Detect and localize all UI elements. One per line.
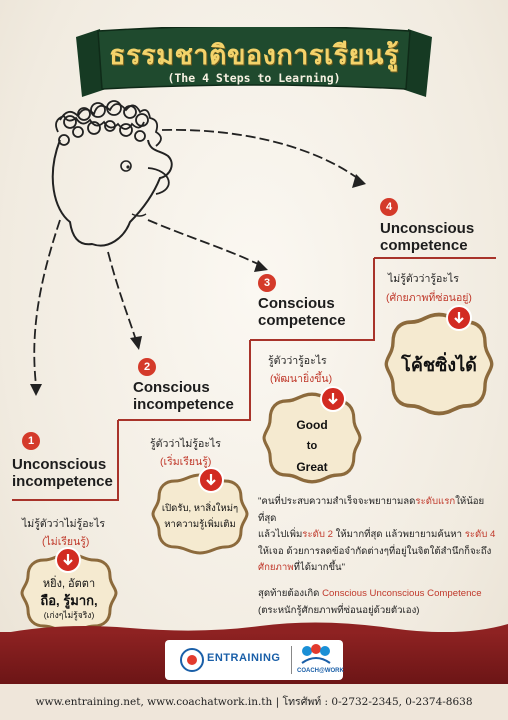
arrow-to-step-3 — [147, 219, 263, 267]
arrow-to-step-4 — [161, 129, 361, 181]
step-4-medallion: โค้ชซิ่งได้ — [384, 312, 494, 416]
down-arrow-icon — [198, 467, 224, 493]
step-4-medal-line1: โค้ชซิ่งได้ — [401, 355, 477, 375]
medallion-frame — [151, 473, 249, 555]
stair-step-3 — [250, 258, 375, 341]
step-3-medallion: Good to Great — [262, 392, 362, 484]
stair-step-2 — [118, 340, 251, 421]
step-4-caption: ไม่รู้ตัวว่ารู้อะไร — [388, 273, 459, 285]
title-thai: ธรรมชาติของการเรียนรู้ — [109, 40, 399, 71]
quote-line-3: ให้เจอ ด้วยการลดข้อจำกัดต่างๆที่อยู่ในจิ… — [258, 545, 492, 557]
step-1-medallion: หยิ่ง, อัตตา ถือ, รู้มาก, (เก่งๆไม่รู้จร… — [20, 552, 118, 634]
title-banner: ธรรมชาติของการเรียนรู้ (The 4 Steps to L… — [76, 27, 432, 97]
coachatwork-logo-icon — [301, 644, 331, 664]
step-3-title-line1: Conscious — [258, 295, 335, 312]
logo-panel: ENTRAINING COACH@WORK — [165, 640, 344, 680]
step-2-title-line1: Conscious — [133, 379, 210, 396]
step-1-medal-line3: (เก่งๆไม่รู้จริง) — [43, 610, 95, 620]
step-4-title-line2: competence — [380, 237, 468, 254]
entraining-logo-text: ENTRAINING — [207, 652, 281, 664]
step-2-title: Conscious incompetence — [133, 379, 234, 413]
step-2-number: 2 — [138, 358, 156, 376]
step-1-number: 1 — [22, 432, 40, 450]
step-3-medal-line3: Great — [296, 460, 328, 474]
hair-scribble — [55, 100, 162, 147]
down-arrow-icon — [446, 305, 472, 331]
title-english: (The 4 Steps to Learning) — [167, 71, 341, 85]
step-3-number: 3 — [258, 274, 276, 292]
step-1-title-line2: incompetence — [12, 473, 113, 490]
step-4-number: 4 — [380, 198, 398, 216]
step-1-caption-red: (ไม่เรียนรู้) — [42, 536, 90, 548]
step-1-title-line1: Unconscious — [12, 456, 107, 473]
arrow-to-step-1 — [33, 219, 61, 386]
footer-wave — [0, 622, 508, 634]
medallion-frame — [262, 392, 362, 484]
step-4-caption-red: (ศักยภาพที่ซ่อนอยู่) — [386, 292, 472, 304]
step-3-medal-line1: Good — [296, 418, 328, 432]
eye — [120, 160, 132, 172]
step-3-title: Conscious competence — [258, 295, 346, 329]
step-1-title: Unconscious incompetence — [12, 456, 113, 490]
logo-divider — [291, 646, 292, 674]
footer-contact: www.entraining.net, www.coachatwork.in.t… — [0, 684, 508, 720]
entraining-logo-icon — [180, 648, 204, 672]
step-3-caption: รู้ตัวว่ารู้อะไร — [268, 355, 327, 367]
stair-step-1 — [12, 420, 119, 501]
medallion-frame — [384, 312, 494, 416]
step-2-caption-red: (เริ่มเรียนรู้) — [160, 456, 212, 468]
summary-text: สุดท้ายต้องเกิด Conscious Unconscious Co… — [258, 586, 498, 619]
step-2-medal-line2: หาความรู้เพิ่มเติม — [164, 519, 236, 530]
banner-ribbon — [76, 27, 432, 97]
quote-line-4: ศักยภาพที่ได้มากขึ้น" — [258, 562, 345, 573]
down-arrow-icon — [55, 547, 81, 573]
step-2-medal-line1: เปิดรับ, หาสิ่งใหม่ๆ — [161, 503, 239, 514]
face-outline — [51, 139, 173, 247]
step-1-medal-line1: หยิ่ง, อัตตา — [42, 578, 96, 590]
step-2-caption: รู้ตัวว่าไม่รู้อะไร — [150, 438, 221, 450]
step-3-medal-line2: to — [306, 440, 318, 452]
step-4-title-line1: Unconscious — [380, 220, 475, 237]
nose — [147, 167, 170, 195]
summary-line-1: สุดท้ายต้องเกิด Conscious Unconscious Co… — [258, 588, 482, 599]
down-arrow-icon — [320, 386, 346, 412]
step-1-caption: ไม่รู้ตัวว่าไม่รู้อะไร — [22, 518, 106, 530]
quote-line-2: แล้วไปเพิ่มระดับ 2 ให้มากที่สุด แล้วพยาย… — [258, 529, 496, 540]
step-3-title-line2: competence — [258, 312, 346, 329]
summary-line-2: (ตระหนักรู้ศักยภาพที่ซ่อนอยู่ด้วยตัวเอง) — [258, 604, 420, 616]
step-2-medallion: เปิดรับ, หาสิ่งใหม่ๆ หาความรู้เพิ่มเติม — [150, 473, 250, 555]
step-1-medal-line2: ถือ, รู้มาก, — [40, 593, 98, 608]
quote-line-1: "คนที่ประสบความสำเร็จจะพยายามลดระดับแรกใ… — [258, 496, 485, 524]
quote-text: "คนที่ประสบความสำเร็จจะพยายามลดระดับแรกใ… — [258, 494, 498, 577]
step-2-title-line2: incompetence — [133, 396, 234, 413]
coachatwork-logo-text: COACH@WORK — [297, 668, 344, 674]
step-4-title: Unconscious competence — [380, 220, 474, 254]
arrow-to-step-2 — [107, 251, 137, 341]
step-3-caption-red: (พัฒนายิ่งขึ้น) — [270, 373, 333, 385]
